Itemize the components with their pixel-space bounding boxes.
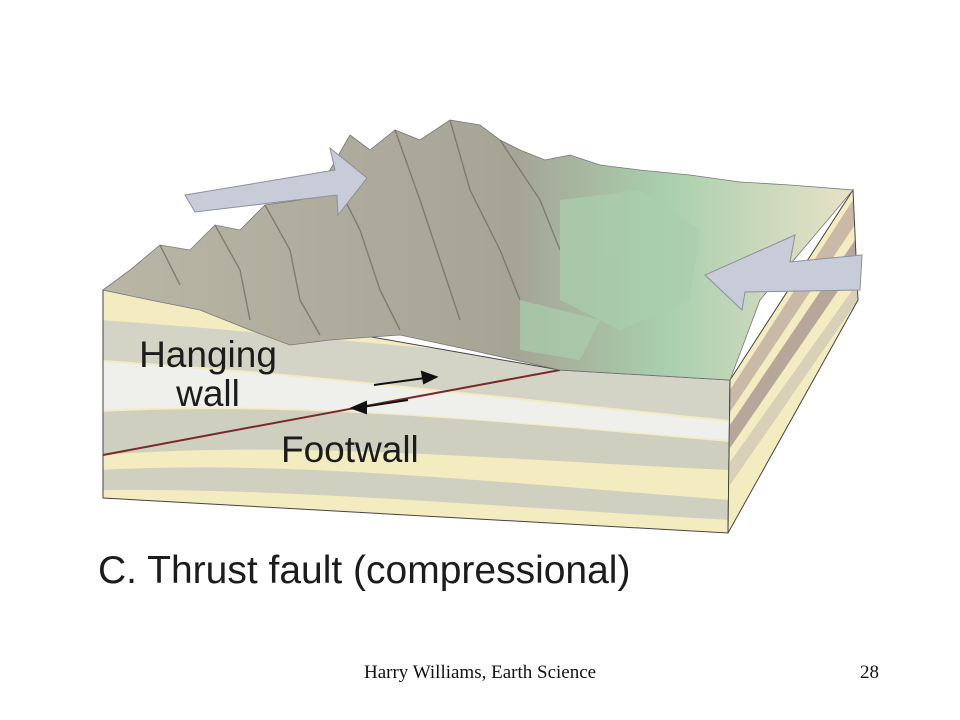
hanging-wall-label-line2: wall — [176, 372, 240, 414]
hanging-wall-label: Hanging wall — [132, 334, 284, 414]
figure-caption: C. Thrust fault (compressional) — [98, 549, 631, 592]
side-face-outline — [727, 188, 859, 534]
footer-credit: Harry Williams, Earth Science — [364, 662, 597, 683]
hanging-wall-label-line1: Hanging — [139, 334, 277, 375]
terrain-green-patches — [520, 190, 700, 360]
fault-plane-line — [102, 369, 561, 456]
terrain-surface — [102, 119, 854, 381]
fault-motion-arrows — [349, 370, 439, 415]
right-compression-arrow — [704, 234, 863, 312]
mountain-ridges — [159, 119, 561, 336]
footwall-label: Footwall — [281, 429, 419, 470]
page-number: 28 — [860, 662, 879, 683]
left-compression-arrow — [184, 146, 368, 217]
